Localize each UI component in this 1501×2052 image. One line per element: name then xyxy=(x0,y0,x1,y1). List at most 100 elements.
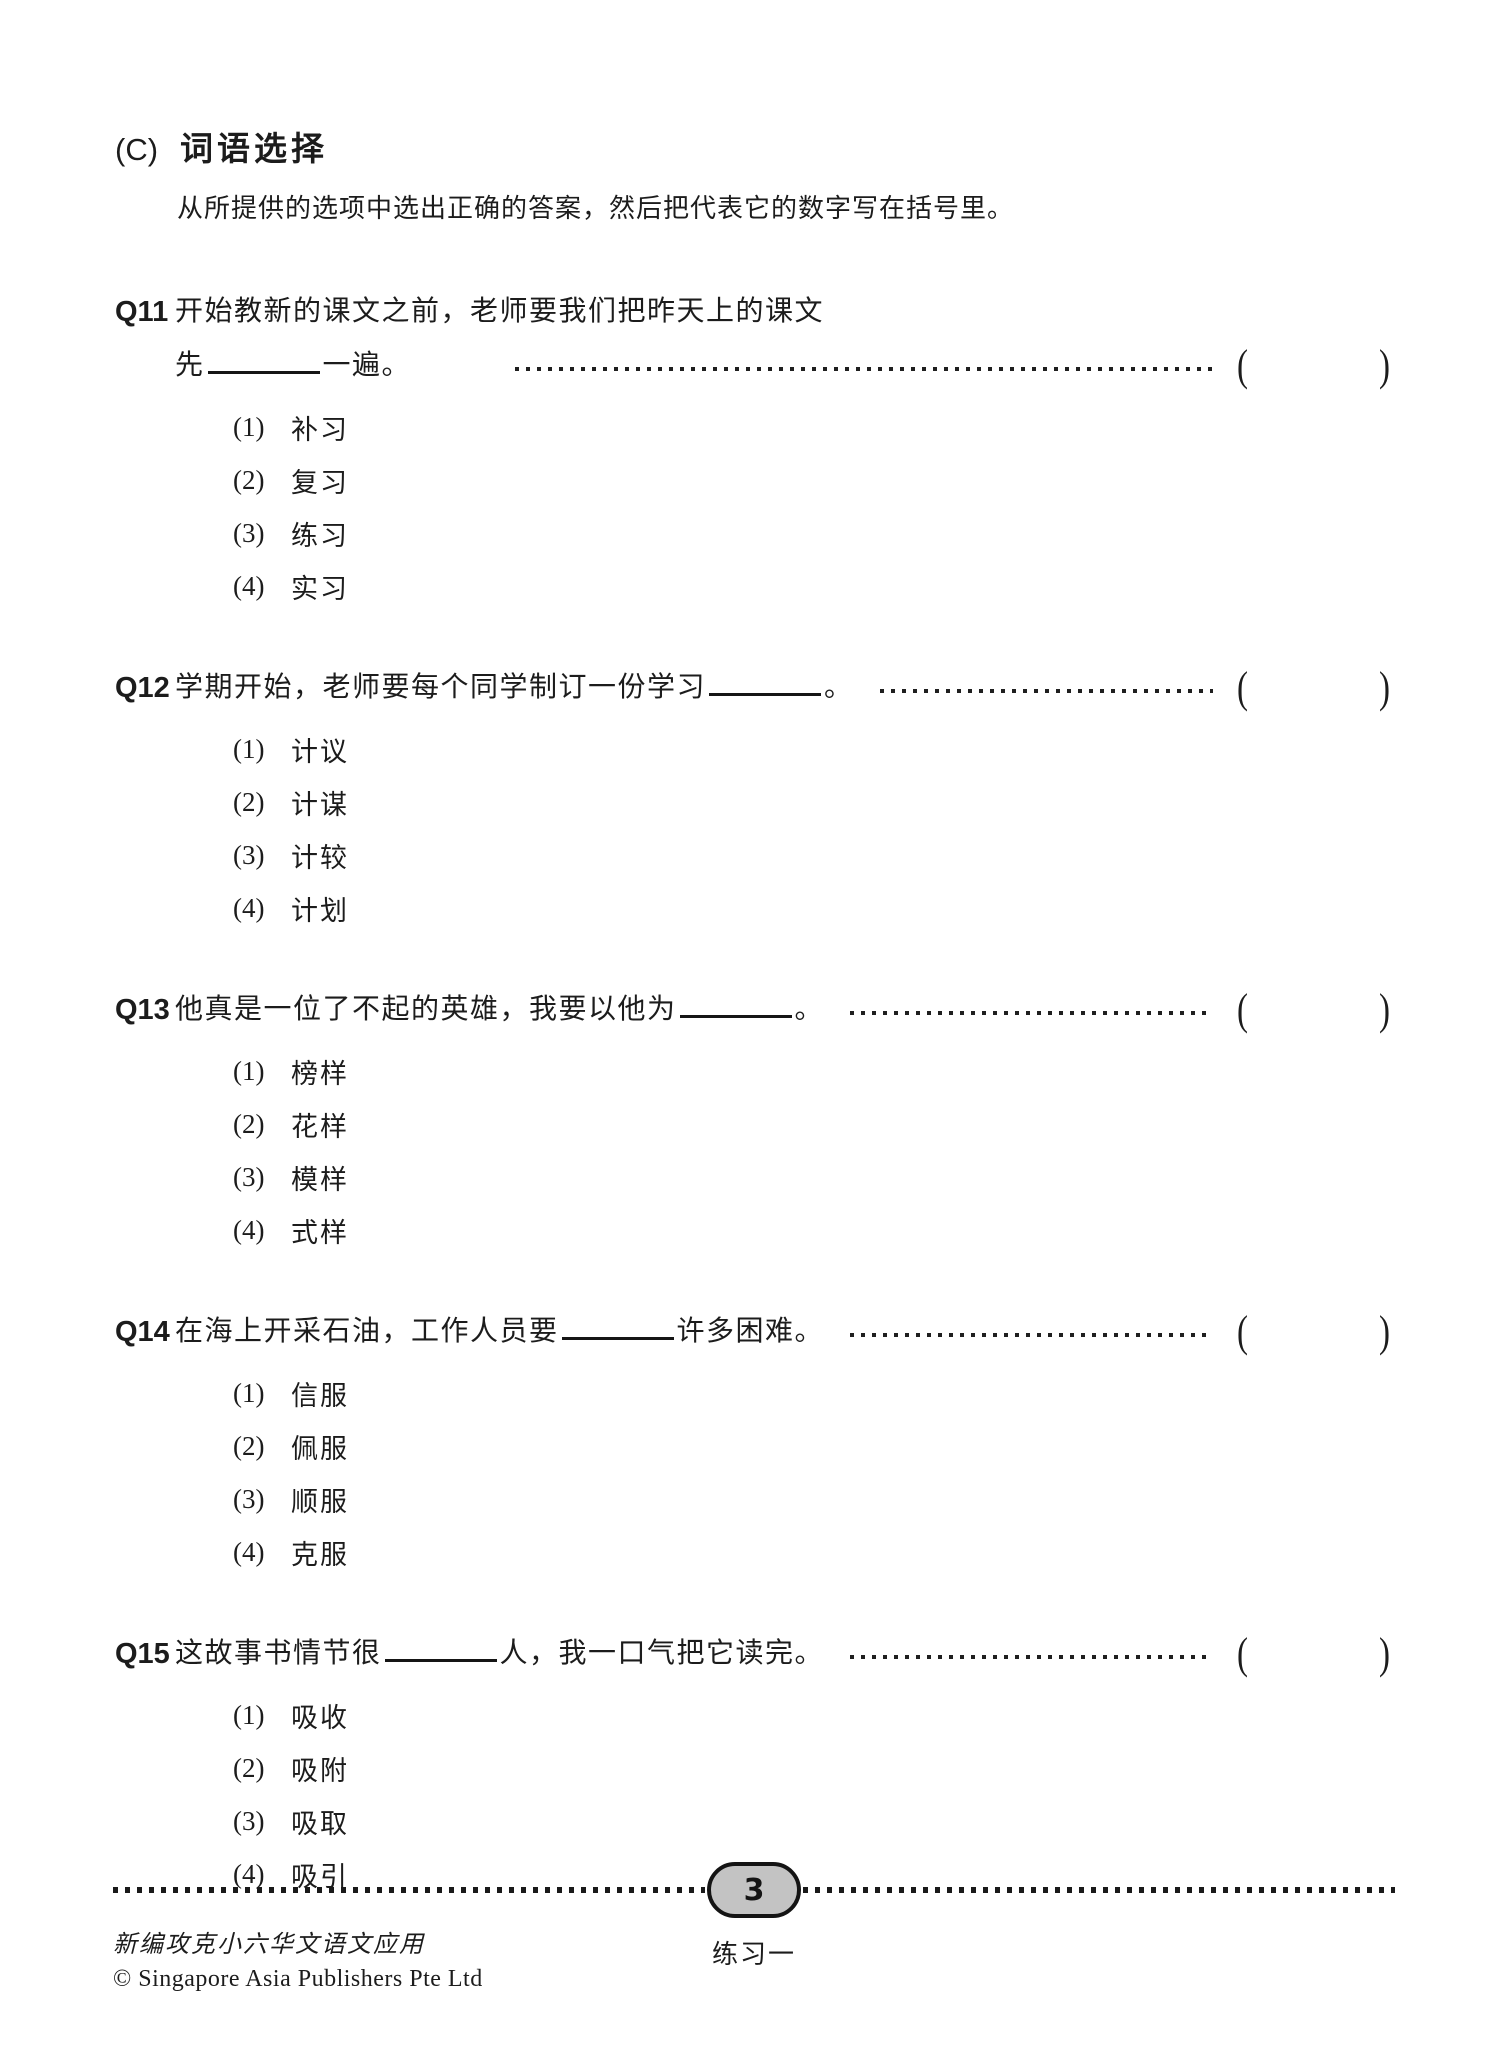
option-number: (3) xyxy=(233,840,265,870)
close-paren: ) xyxy=(1378,663,1391,712)
option-3: (3)顺服 xyxy=(233,1473,1393,1526)
option-text: 计较 xyxy=(291,843,349,873)
answer-brackets: ( ) xyxy=(1235,666,1393,710)
option-text: 复习 xyxy=(291,468,349,498)
question-q12: Q12 学期开始，老师要每个同学制订一份学习。 ( ) (1)计议 (2)计谋 … xyxy=(115,657,1393,935)
option-number: (1) xyxy=(233,412,265,442)
question-q14: Q14 在海上开采石油，工作人员要许多困难。 ( ) (1)信服 (2)佩服 (… xyxy=(115,1301,1393,1579)
answer-blank xyxy=(709,662,822,696)
stem-text-after-blank: 。 xyxy=(824,672,854,703)
option-text: 练习 xyxy=(291,521,349,551)
option-number: (2) xyxy=(233,1431,265,1461)
stem-line2: 先 一遍。 xyxy=(175,335,411,397)
footer-imprint: 新编攻克小六华文语文应用 © Singapore Asia Publishers… xyxy=(113,1928,1395,1996)
stem-text-after-blank: 一遍。 xyxy=(322,350,412,381)
option-number: (2) xyxy=(233,1109,265,1139)
question-stem: 他真是一位了不起的英雄，我要以他为 。 xyxy=(175,979,824,1041)
option-text: 信服 xyxy=(291,1381,349,1411)
option-number: (4) xyxy=(233,1859,265,1889)
footer-dots-right xyxy=(803,1887,1395,1893)
option-text: 顺服 xyxy=(291,1487,349,1517)
option-number: (3) xyxy=(233,518,265,548)
option-text: 计划 xyxy=(291,896,349,926)
stem-text-after-blank: 人，我一口气把它读完。 xyxy=(499,1638,825,1669)
section-header: (C) 词语选择 xyxy=(115,122,1393,170)
stem-text-before-blank: 他真是一位了不起的英雄，我要以他为 xyxy=(175,994,677,1025)
option-text: 补习 xyxy=(291,415,349,445)
question-answer-row: 先 一遍。 ( ) xyxy=(115,335,1393,397)
question-stem: 这故事书情节很 人，我一口气把它读完。 xyxy=(175,1623,824,1685)
dotted-leader xyxy=(850,1011,1213,1015)
option-number: (3) xyxy=(233,1162,265,1192)
option-3: (3) 计较 xyxy=(233,829,1393,882)
close-paren: ) xyxy=(1378,1307,1391,1356)
page-number: 3 xyxy=(743,1872,765,1908)
page-number-badge: 3 xyxy=(707,1862,801,1918)
option-4: (4)式样 xyxy=(233,1204,1393,1257)
question-answer-row: Q14 在海上开采石油，工作人员要许多困难。 ( ) xyxy=(115,1301,1393,1363)
stem-text-before-blank: 学期开始，老师要每个同学制订一份学习 xyxy=(175,672,707,703)
option-3: (3) 练习 xyxy=(233,507,1393,560)
question-number: Q14 xyxy=(115,1316,170,1348)
footer-dotted-rule: 3 xyxy=(113,1862,1395,1918)
question-stem-row: Q11 开始教新的课文之前，老师要我们把昨天上的课文 xyxy=(115,289,1393,335)
book-title: 新编攻克小六华文语文应用 xyxy=(113,1932,425,1958)
question-stem: 在海上开采石油，工作人员要许多困难。 xyxy=(175,1301,824,1363)
question-number: Q13 xyxy=(115,994,170,1026)
answer-brackets: ( ) xyxy=(1235,1310,1393,1354)
option-1: (1) 吸收 xyxy=(233,1689,1393,1742)
question-number: Q15 xyxy=(115,1638,170,1670)
answer-brackets: ( ) xyxy=(1235,988,1393,1032)
option-1: (1)计议 xyxy=(233,723,1393,776)
stem-text-after-blank: 。 xyxy=(794,994,825,1025)
page-footer: 3 新编攻克小六华文语文应用 © Singapore Asia Publishe… xyxy=(113,1862,1395,1996)
option-2: (2)花样 xyxy=(233,1098,1393,1151)
dotted-leader xyxy=(879,689,1213,693)
option-number: (2) xyxy=(233,787,265,817)
question-stem: 学期开始，老师要每个同学制订一份学习 。 xyxy=(175,657,854,719)
option-text: 计谋 xyxy=(291,790,349,820)
answer-blank xyxy=(207,340,320,374)
footer-dots-left xyxy=(113,1887,705,1893)
question-q13: Q13 他真是一位了不起的英雄，我要以他为 。 ( ) (1)榜样 (2)花样 (… xyxy=(115,979,1393,1257)
option-number: (1) xyxy=(233,1700,265,1730)
answer-blank xyxy=(384,1628,497,1662)
option-number: (2) xyxy=(233,465,265,495)
option-text: 吸收 xyxy=(291,1703,349,1733)
dotted-leader xyxy=(850,1333,1213,1337)
question-number: Q12 xyxy=(115,672,170,704)
option-2: (2) 吸附 xyxy=(233,1742,1393,1795)
answer-blank xyxy=(561,1306,674,1340)
option-1: (1)榜样 xyxy=(233,1045,1393,1098)
copyright-notice: © Singapore Asia Publishers Pte Ltd xyxy=(113,1966,483,1992)
option-number: (4) xyxy=(233,1537,265,1567)
answer-blank xyxy=(679,984,792,1018)
section-label: (C) xyxy=(115,132,159,167)
option-1: (1) 补习 xyxy=(233,401,1393,454)
section-instruction: 从所提供的选项中选出正确的答案，然后把代表它的数字写在括号里。 xyxy=(177,194,1015,223)
option-3: (3)模样 xyxy=(233,1151,1393,1204)
option-2: (2) 计谋 xyxy=(233,776,1393,829)
stem-text-before-blank: 这故事书情节很 xyxy=(175,1638,382,1669)
close-paren: ) xyxy=(1378,985,1391,1034)
section-title: 词语选择 xyxy=(180,132,329,168)
option-4: (4)克服 xyxy=(233,1526,1393,1579)
option-number: (1) xyxy=(233,1378,265,1408)
option-text: 实习 xyxy=(291,574,349,604)
stem-text-before-blank: 在海上开采石油，工作人员要 xyxy=(175,1316,559,1347)
options-list: (1)补习 (2)复习 (3)练习 (4)实习 xyxy=(233,401,1393,613)
option-text: 吸附 xyxy=(291,1756,349,1786)
open-paren: ( xyxy=(1237,985,1250,1034)
page-content: (C) 词语选择 从所提供的选项中选出正确的答案，然后把代表它的数字写在括号里。… xyxy=(115,122,1393,1892)
option-number: (2) xyxy=(233,1753,265,1783)
stem-text-before-blank: 先 xyxy=(175,350,205,381)
close-paren: ) xyxy=(1378,1629,1391,1678)
exercise-label: 练习一 xyxy=(711,1940,796,1969)
option-number: (1) xyxy=(233,734,265,764)
option-number: (1) xyxy=(233,1056,265,1086)
option-number: (3) xyxy=(233,1806,265,1836)
answer-brackets: ( ) xyxy=(1235,344,1393,388)
option-text: 式样 xyxy=(291,1218,349,1248)
question-answer-row: Q15 这故事书情节很人，我一口气把它读完。 ( ) xyxy=(115,1623,1393,1685)
